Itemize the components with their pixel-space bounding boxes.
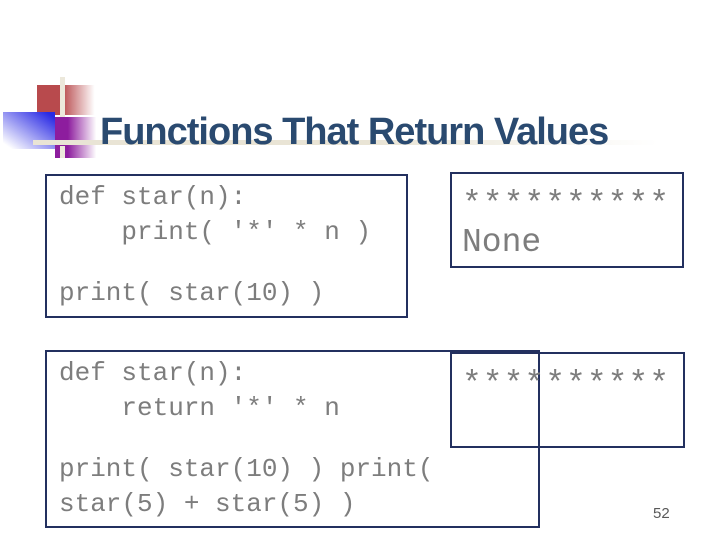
output-line-stars: ********** [462,186,671,223]
code-box-return-version: def star(n): return '*' * n print( star(… [45,350,540,528]
output-box-return-version: ********** [450,352,685,448]
code-line: def star(n): [59,182,247,212]
code-box-print-version: def star(n): print( '*' * n ) print( sta… [45,174,408,318]
decoration-red-square [37,85,97,115]
code-line: print( star(10) ) print( [59,454,434,484]
title-underline [33,140,658,145]
code-line: return '*' * n [59,393,340,423]
code-line: star(5) + star(5) ) [59,489,356,519]
code-line: def star(n): [59,358,247,388]
code-line [59,250,406,276]
slide-title: Functions That Return Values [100,111,609,154]
decoration-vertical-line-lower [60,146,65,158]
code-line: print( '*' * n ) [59,217,372,247]
page-number: 52 [653,505,670,522]
output-line-stars: ********** [462,366,671,403]
output-box-print-version: ********** None [450,172,684,268]
output-line-none: None [462,224,542,261]
code-line: print( star(10) ) [59,278,325,308]
